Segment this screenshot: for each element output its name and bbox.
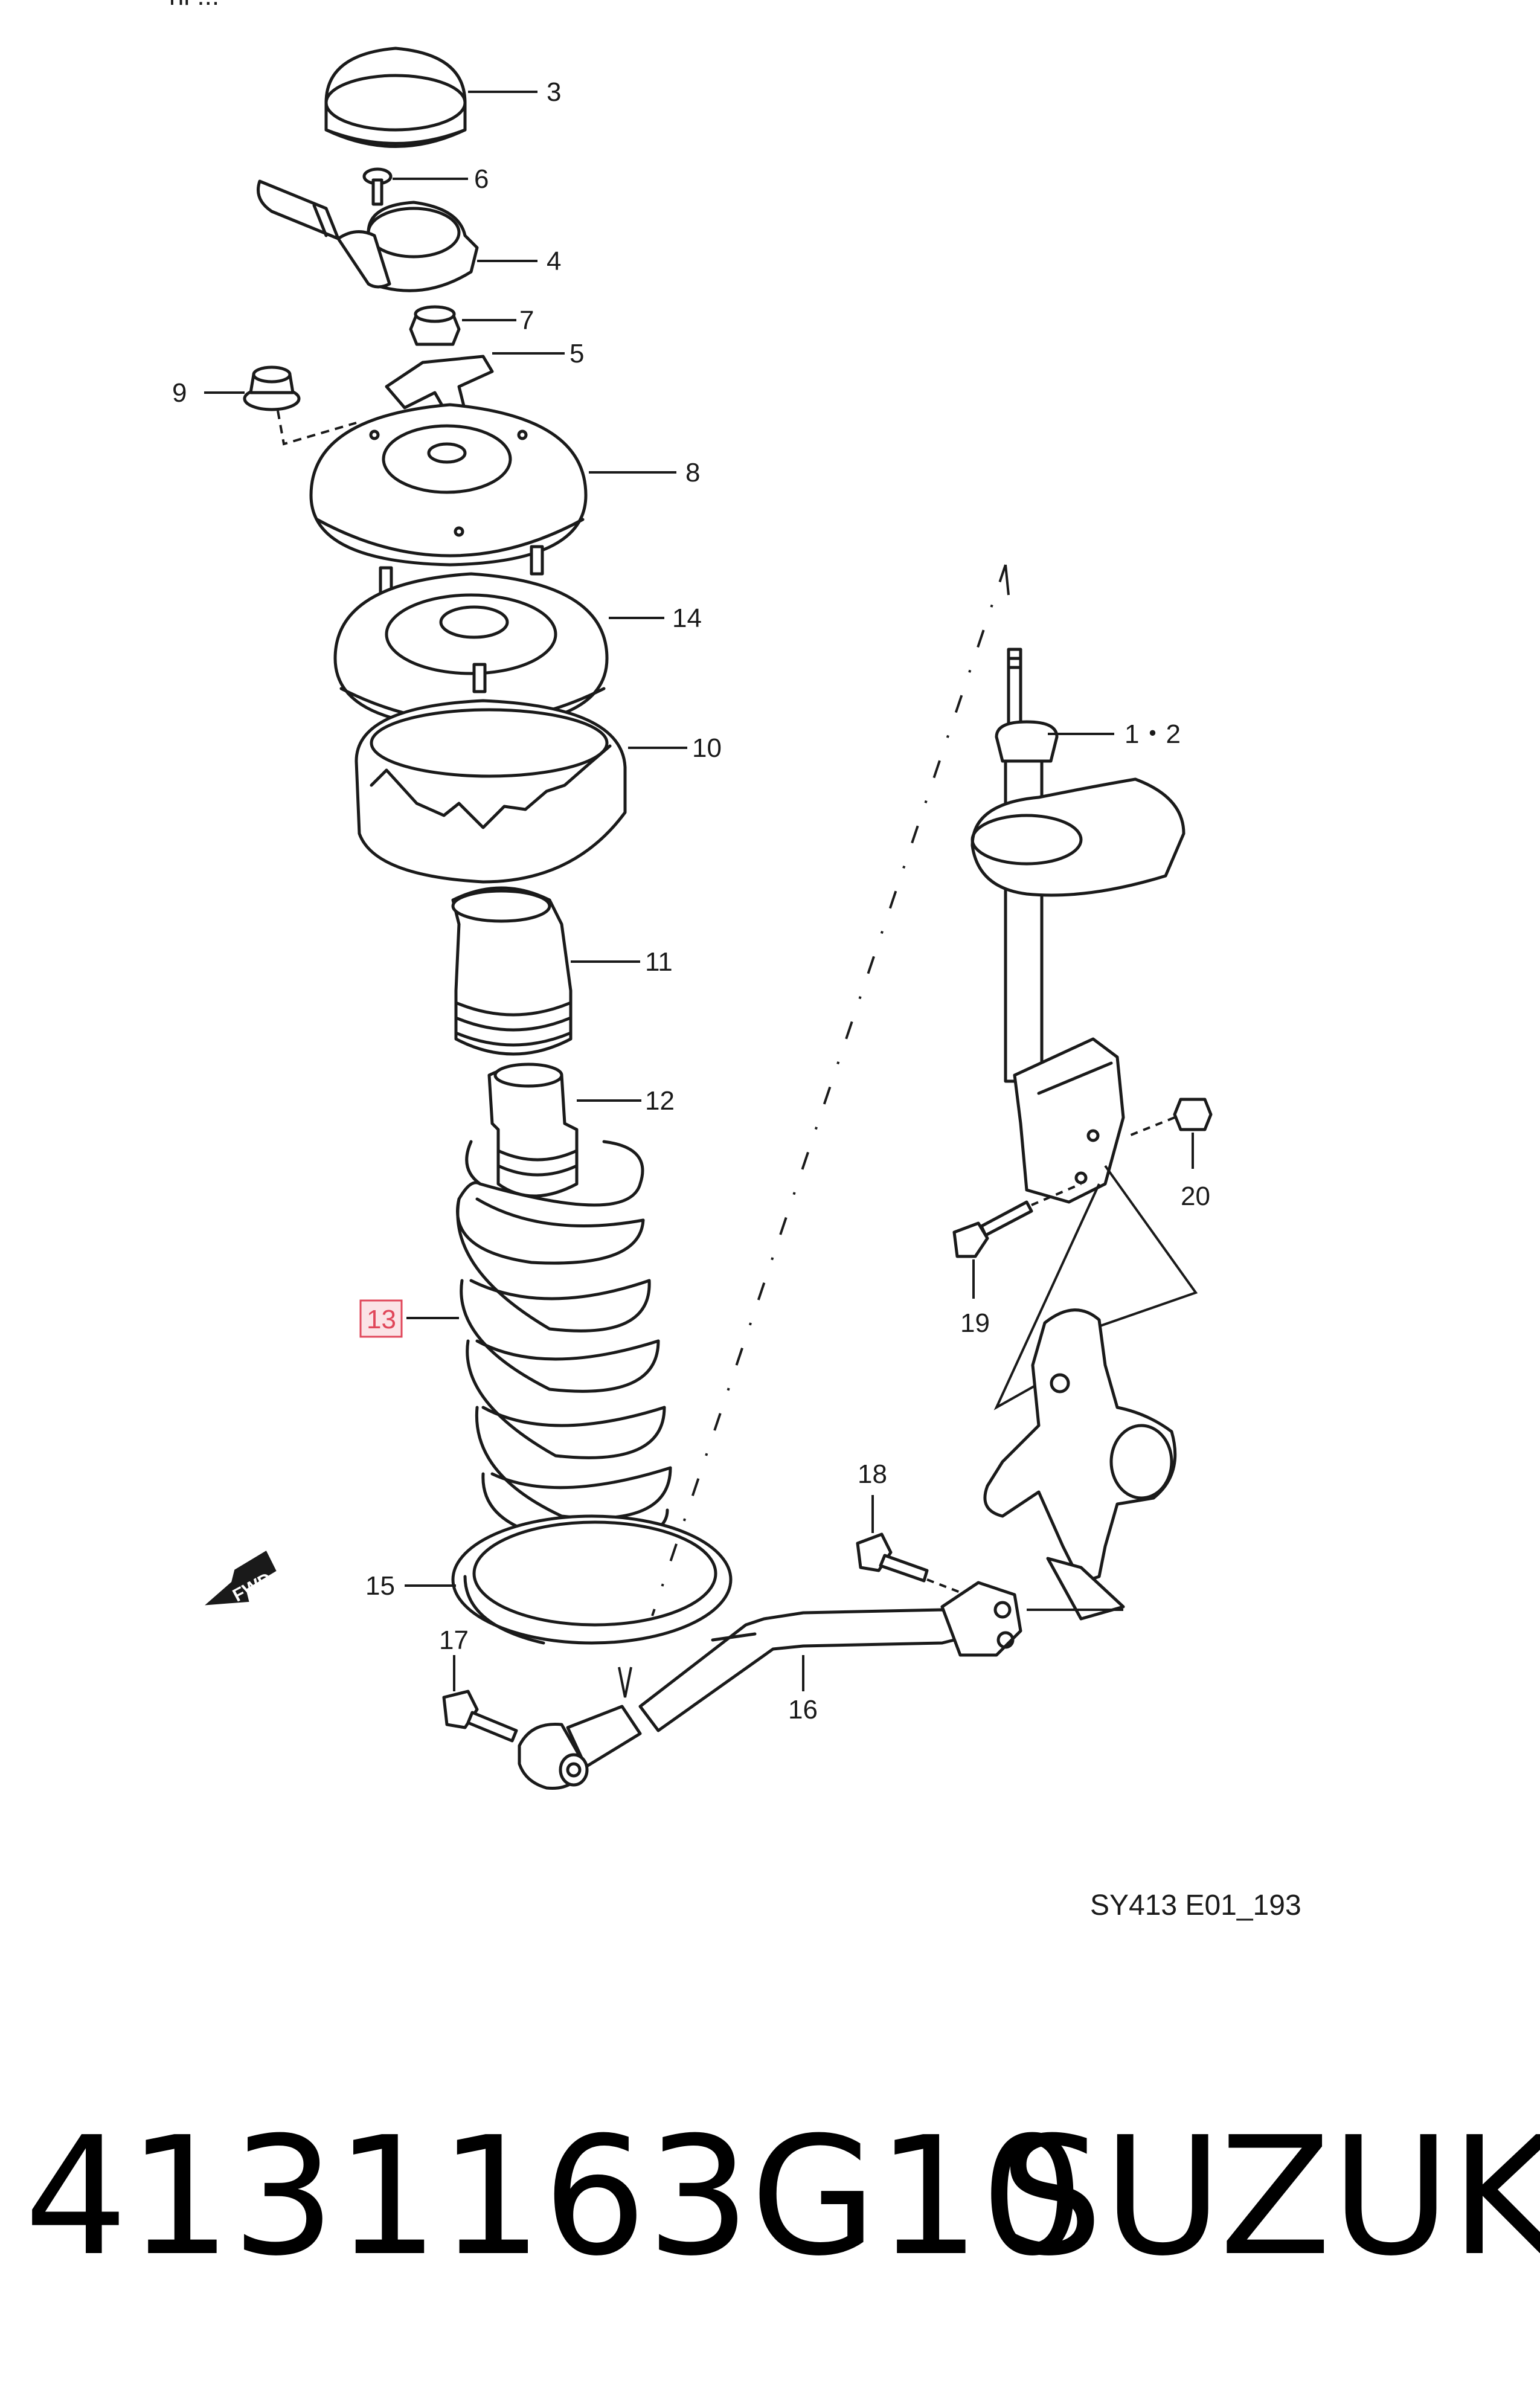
callout-8[interactable]: 8 <box>685 458 700 487</box>
guide-arrow <box>618 1667 632 1698</box>
part-18-bolt[interactable] <box>856 1532 929 1583</box>
guide-long <box>651 564 1007 1616</box>
part-4-sensor-bracket[interactable] <box>257 179 479 292</box>
callout-16[interactable]: 16 <box>788 1695 818 1725</box>
callout-13[interactable]: 13 <box>367 1305 396 1334</box>
part-6-screw[interactable] <box>362 167 393 206</box>
knuckle-lower-link <box>1046 1557 1125 1621</box>
guide-9 <box>277 410 357 446</box>
diagram-panel <box>0 0 1540 1993</box>
callout-1-2[interactable]: 1・2 <box>1125 719 1181 749</box>
callout-13-highlight <box>359 1299 403 1338</box>
guide-long-tip <box>1004 564 1010 596</box>
callout-10[interactable]: 10 <box>692 733 722 763</box>
knuckle[interactable] <box>983 1308 1177 1584</box>
part-11-boot[interactable] <box>451 886 573 1056</box>
part-5-bracket[interactable] <box>385 355 494 416</box>
part-10-spring-seat[interactable] <box>355 699 627 884</box>
part-7-nut[interactable] <box>409 305 461 346</box>
guide-18 <box>926 1578 967 1596</box>
callout-5[interactable]: 5 <box>569 339 584 368</box>
part-17-bolt[interactable] <box>442 1690 518 1743</box>
callout-3[interactable]: 3 <box>547 77 561 107</box>
part-9-flange-nut[interactable] <box>243 365 301 411</box>
callout-9[interactable]: 9 <box>172 378 187 408</box>
part-16-lateral-rod[interactable] <box>518 1581 1022 1790</box>
part-14-bearing-plate[interactable] <box>333 572 609 730</box>
footer-part-number: 4131163G10 <box>24 2101 1084 2292</box>
part-3-cap[interactable] <box>324 47 467 148</box>
part-19-bolt[interactable] <box>952 1200 1033 1258</box>
callout-20[interactable]: 20 <box>1181 1182 1210 1211</box>
callout-19[interactable]: 19 <box>960 1308 990 1338</box>
part-12-bump-stopper[interactable] <box>487 1063 579 1198</box>
stud-right <box>530 545 544 576</box>
guide-knuckle-a <box>1056 1165 1198 1342</box>
callout-18[interactable]: 18 <box>858 1459 887 1489</box>
callout-15[interactable]: 15 <box>365 1571 395 1601</box>
callout-7[interactable]: 7 <box>519 306 534 335</box>
part-8-strut-mount[interactable] <box>309 403 588 567</box>
part-1-2-strut[interactable] <box>971 648 1185 1204</box>
callout-14[interactable]: 14 <box>672 603 702 633</box>
reference-code: SY413 E01_193 <box>1090 1889 1301 1921</box>
callout-12[interactable]: 12 <box>645 1086 675 1116</box>
guide-19 <box>1031 1183 1082 1206</box>
top-cut-text: ril ... <box>169 0 219 11</box>
footer-brand: SUZUKI <box>999 2101 1540 2292</box>
part-15-lower-seat[interactable] <box>451 1514 733 1645</box>
callout-6[interactable]: 6 <box>474 164 489 194</box>
guide-knuckle-b <box>993 1183 1100 1410</box>
callout-4[interactable]: 4 <box>547 246 561 276</box>
callout-11[interactable]: 11 <box>645 947 673 977</box>
guide-20 <box>1129 1116 1175 1137</box>
callout-17[interactable]: 17 <box>439 1625 469 1655</box>
part-20-nut[interactable] <box>1173 1098 1213 1131</box>
